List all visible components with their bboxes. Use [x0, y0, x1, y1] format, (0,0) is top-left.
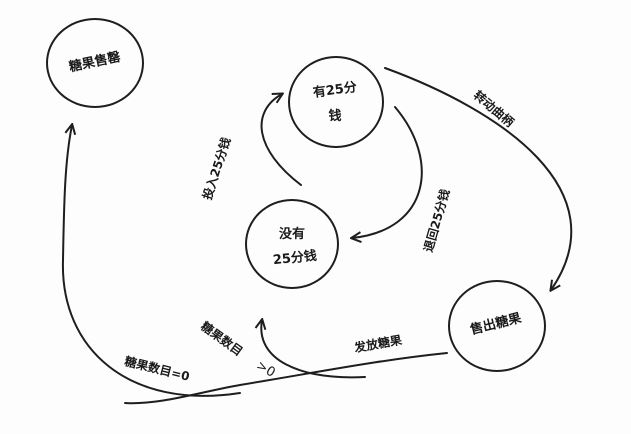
- state-no-quarter-line1: 没有: [278, 227, 305, 242]
- arrow-count-gt-zero: [261, 320, 366, 379]
- state-sold: [448, 280, 546, 372]
- state-has-quarter: [288, 56, 384, 148]
- arrow-count-eq-zero: [61, 125, 241, 397]
- arrow-turn-crank: [384, 67, 573, 290]
- arrow-insert-quarter: [260, 94, 302, 186]
- state-has-quarter-line2: 钱: [328, 109, 342, 124]
- arrow-dispense: [124, 352, 448, 405]
- state-no-quarter: [245, 199, 339, 289]
- state-sold-out: [46, 18, 144, 108]
- arrow-eject-quarter: [352, 106, 423, 238]
